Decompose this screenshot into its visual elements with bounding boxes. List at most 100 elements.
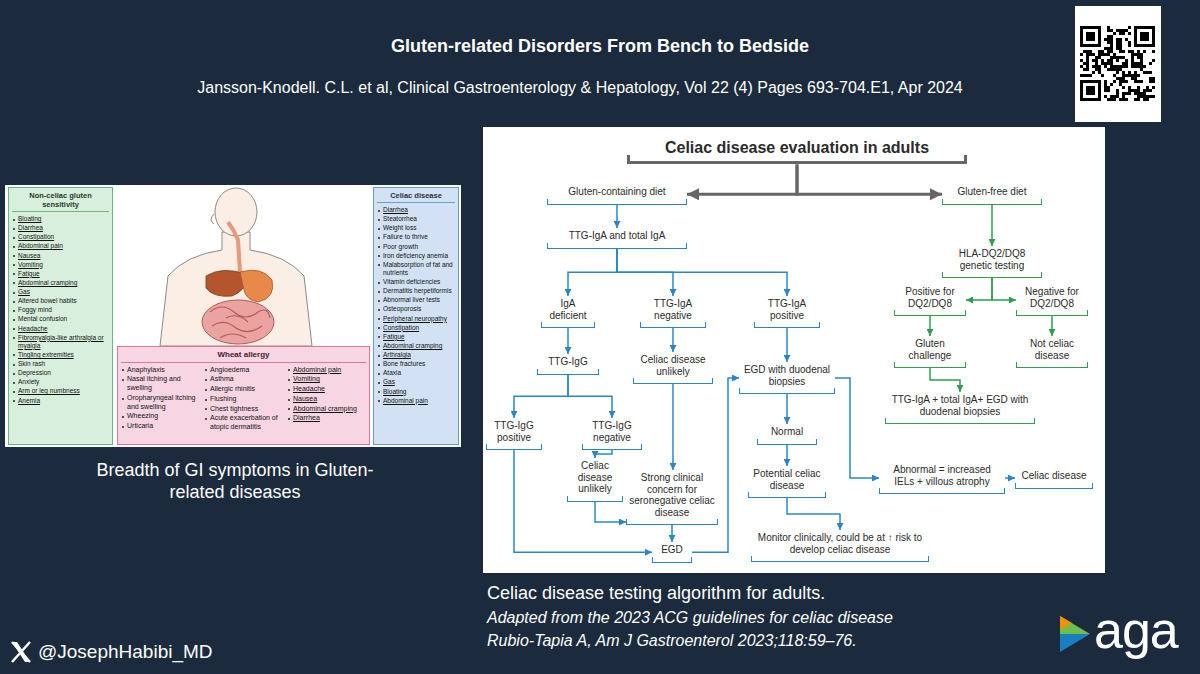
symptom-row: Headache (12, 325, 109, 333)
bullet-dot (205, 418, 207, 420)
bracket (894, 310, 966, 316)
bracket (627, 155, 967, 164)
bracket (626, 519, 718, 525)
symptom-row: Anaphylaxis (121, 366, 200, 375)
node-text: TTG-IgG (540, 356, 596, 368)
bracket-label: Positive for DQ2/DQ8 (894, 284, 966, 316)
symptom-item: Nausea (293, 395, 317, 404)
connector-arrow (1051, 316, 1053, 336)
symptom-item: Malabsorption of fat and nutrients (383, 261, 455, 277)
connector-arrow (616, 205, 618, 229)
symptom-item: Wheezing (127, 412, 158, 421)
symptom-item: Iron deficiency anemia (383, 252, 448, 260)
bullet-dot (205, 389, 207, 391)
symptom-row: Dermatitis herpetiformis (377, 287, 455, 295)
connector-arrow (786, 445, 788, 467)
bullet-dot (288, 418, 290, 420)
symptom-row: Abdominal cramping (12, 279, 109, 287)
symptom-item: Anaphylaxis (127, 366, 165, 375)
bullet-dot (378, 237, 380, 239)
node-text: Positive for DQ2/DQ8 (897, 286, 963, 309)
bracket (894, 362, 966, 368)
source-note: Adapted from the 2023 ACG guidelines for… (487, 608, 1047, 627)
symptom-row: Steatorrhea (377, 215, 455, 223)
symptom-item: Bloating (18, 215, 42, 223)
symptom-row: Abnormal liver tests (377, 296, 455, 304)
symptom-row: Osteoporosis (377, 305, 455, 313)
connector-arrow (786, 394, 788, 424)
symptom-item: Failure to thrive (383, 233, 428, 241)
symptom-row: Tingling extremities (12, 351, 109, 359)
bracket-label: TTG-IgG negative (582, 418, 642, 450)
node-text: Gluten-free diet (945, 186, 1039, 198)
bracket-label: Celiac disease unlikely (633, 352, 713, 384)
symptom-row: Nausea (12, 252, 109, 260)
flowchart-panel (483, 127, 1105, 573)
bullet-dot (13, 400, 15, 402)
symptom-item: Abdominal cramping (383, 342, 442, 350)
bracket (754, 322, 820, 328)
bracket (748, 492, 826, 498)
bracket (582, 444, 642, 450)
symptom-row: Abdominal pain (287, 366, 366, 375)
bullet-dot (13, 310, 15, 312)
symptom-row: Failure to thrive (377, 233, 455, 241)
bracket-label: TTG-IgG (537, 354, 599, 375)
bracket-label: Normal (757, 424, 817, 445)
connector-arrow (672, 384, 674, 470)
bullet-dot (378, 364, 380, 366)
bracket-label: TTG-IgA and total IgA (547, 228, 687, 249)
node-text: IgA deficient (544, 298, 592, 321)
bracket-label: Not celiac disease (1016, 336, 1088, 368)
bracket-label: Celiac disease (1015, 468, 1093, 489)
bracket-label: Monitor clinically, could be at ↑ risk t… (751, 530, 929, 562)
symptom-row: Altered bowel habits (12, 297, 109, 305)
symptom-row: Abdominal cramping (377, 342, 455, 350)
bullet-dot (13, 373, 15, 375)
symptom-panel: Wheat allergyAnaphylaxisNasal itching an… (117, 346, 370, 445)
bullet-dot (205, 399, 207, 401)
bullet-dot (378, 309, 380, 311)
symptom-item: Headache (18, 325, 48, 333)
symptom-row: Bloating (12, 215, 109, 223)
symptom-item: Vitamin deficiencies (383, 278, 440, 286)
symptom-item: Arm or leg numbness (18, 387, 80, 395)
bullet-dot (13, 354, 15, 356)
symptom-item: Abdominal cramping (18, 279, 77, 287)
bracket (633, 378, 713, 384)
figure-panel (5, 185, 461, 447)
node-text: TTG-IgA positive (757, 298, 817, 321)
bracket (885, 418, 1035, 424)
connector-arrow (835, 378, 879, 478)
connector-arrow (992, 278, 1016, 300)
symptom-item: Acute exacerbation of atopic dermatitis (210, 414, 283, 432)
bullet-dot (13, 319, 15, 321)
symptom-row: Vomiting (287, 375, 366, 384)
bullet-dot (378, 345, 380, 347)
symptom-item: Abdominal pain (18, 242, 63, 250)
symptom-row: Headache (287, 385, 366, 394)
symptom-row: Skin rash (12, 360, 109, 368)
bullet-dot (13, 264, 15, 266)
symptom-row: Anemia (12, 397, 109, 405)
symptom-item: Abdominal pain (383, 397, 428, 405)
bullet-dot (378, 210, 380, 212)
symptom-row: Iron deficiency anemia (377, 252, 455, 260)
bracket-label: Negative for DQ2/DQ8 (1016, 284, 1088, 316)
symptom-item: Arthralgia (383, 351, 411, 359)
symptom-item: Dermatitis herpetiformis (383, 287, 452, 295)
symptom-item: Anemia (18, 397, 40, 405)
bracket (547, 243, 687, 249)
symptom-item: Urticaria (127, 422, 153, 431)
connector-arrow (595, 502, 626, 523)
bullet-dot (13, 391, 15, 393)
symptom-row: Anxiety (12, 378, 109, 386)
figure-caption: Celiac disease testing algorithm for adu… (487, 583, 1087, 605)
bullet-dot (13, 364, 15, 366)
symptom-item: Vomiting (18, 261, 43, 269)
symptom-row: Poor growth (377, 243, 455, 251)
symptom-item: Asthma (210, 375, 234, 384)
symptom-item: Tingling extremities (18, 351, 74, 359)
bullet-dot (13, 382, 15, 384)
